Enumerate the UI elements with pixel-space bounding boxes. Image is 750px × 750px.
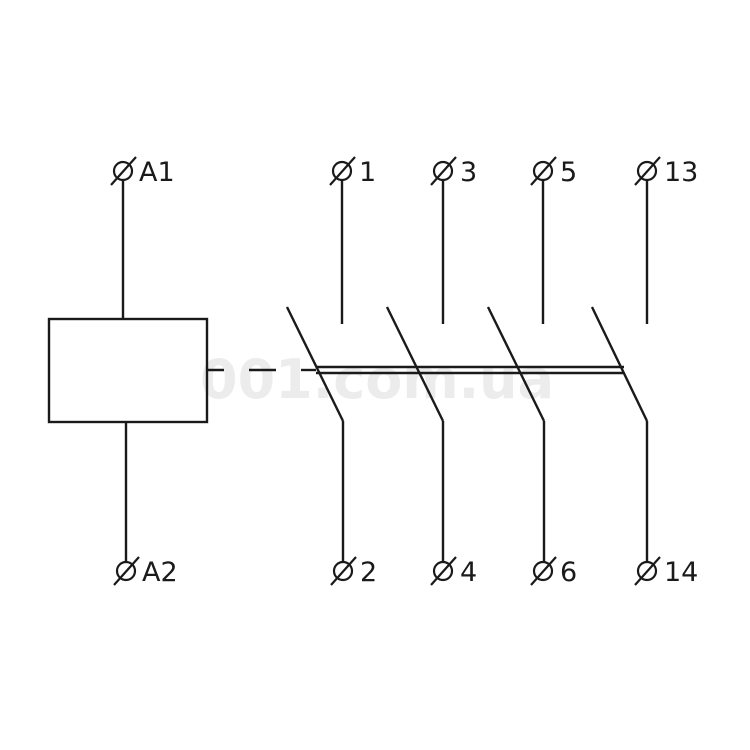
coil: A1 A2	[47, 156, 209, 588]
terminal-slash	[110, 156, 137, 186]
terminal-label: 4	[460, 557, 477, 588]
terminal-label-a1: A1	[139, 157, 175, 188]
contact-13-14: 13 14	[590, 156, 698, 588]
terminal-label: 6	[560, 557, 577, 588]
terminal-symbol-icon	[532, 560, 554, 582]
terminal-symbol-icon	[115, 560, 137, 582]
terminal-label-a2: A2	[142, 557, 178, 588]
terminal-slash	[530, 156, 557, 186]
terminal-symbol-icon	[636, 560, 658, 582]
terminal-label: 1	[359, 157, 376, 188]
terminal-slash	[113, 556, 140, 586]
terminal-label: 2	[360, 557, 377, 588]
coil-body	[47, 317, 209, 424]
terminal-label: 14	[664, 557, 698, 588]
terminal-label: 5	[560, 157, 577, 188]
terminal-slash	[430, 556, 457, 586]
terminal-symbol-icon	[332, 560, 354, 582]
terminal-label: 3	[460, 157, 477, 188]
terminal-slash	[329, 156, 356, 186]
terminal-a1: A1	[110, 156, 175, 188]
terminal-label: 13	[664, 157, 698, 188]
contact-3-4: 3 4	[385, 156, 477, 588]
contact-blade	[590, 306, 649, 422]
mechanical-linkage	[207, 365, 624, 375]
terminal-a2: A2	[113, 556, 178, 588]
terminal-symbol-icon	[432, 560, 454, 582]
terminal-slash	[634, 156, 661, 186]
contact-blade	[486, 306, 546, 422]
contact-1-2: 1 2	[285, 156, 377, 588]
contact-blade	[385, 306, 445, 422]
terminal-slash	[530, 556, 557, 586]
terminal-slash	[634, 556, 661, 586]
terminal-slash	[330, 556, 357, 586]
contact-5-6: 5 6	[486, 156, 577, 588]
contact-blade	[285, 306, 345, 422]
watermark: 001.com.ua	[200, 348, 554, 411]
terminal-slash	[430, 156, 457, 186]
